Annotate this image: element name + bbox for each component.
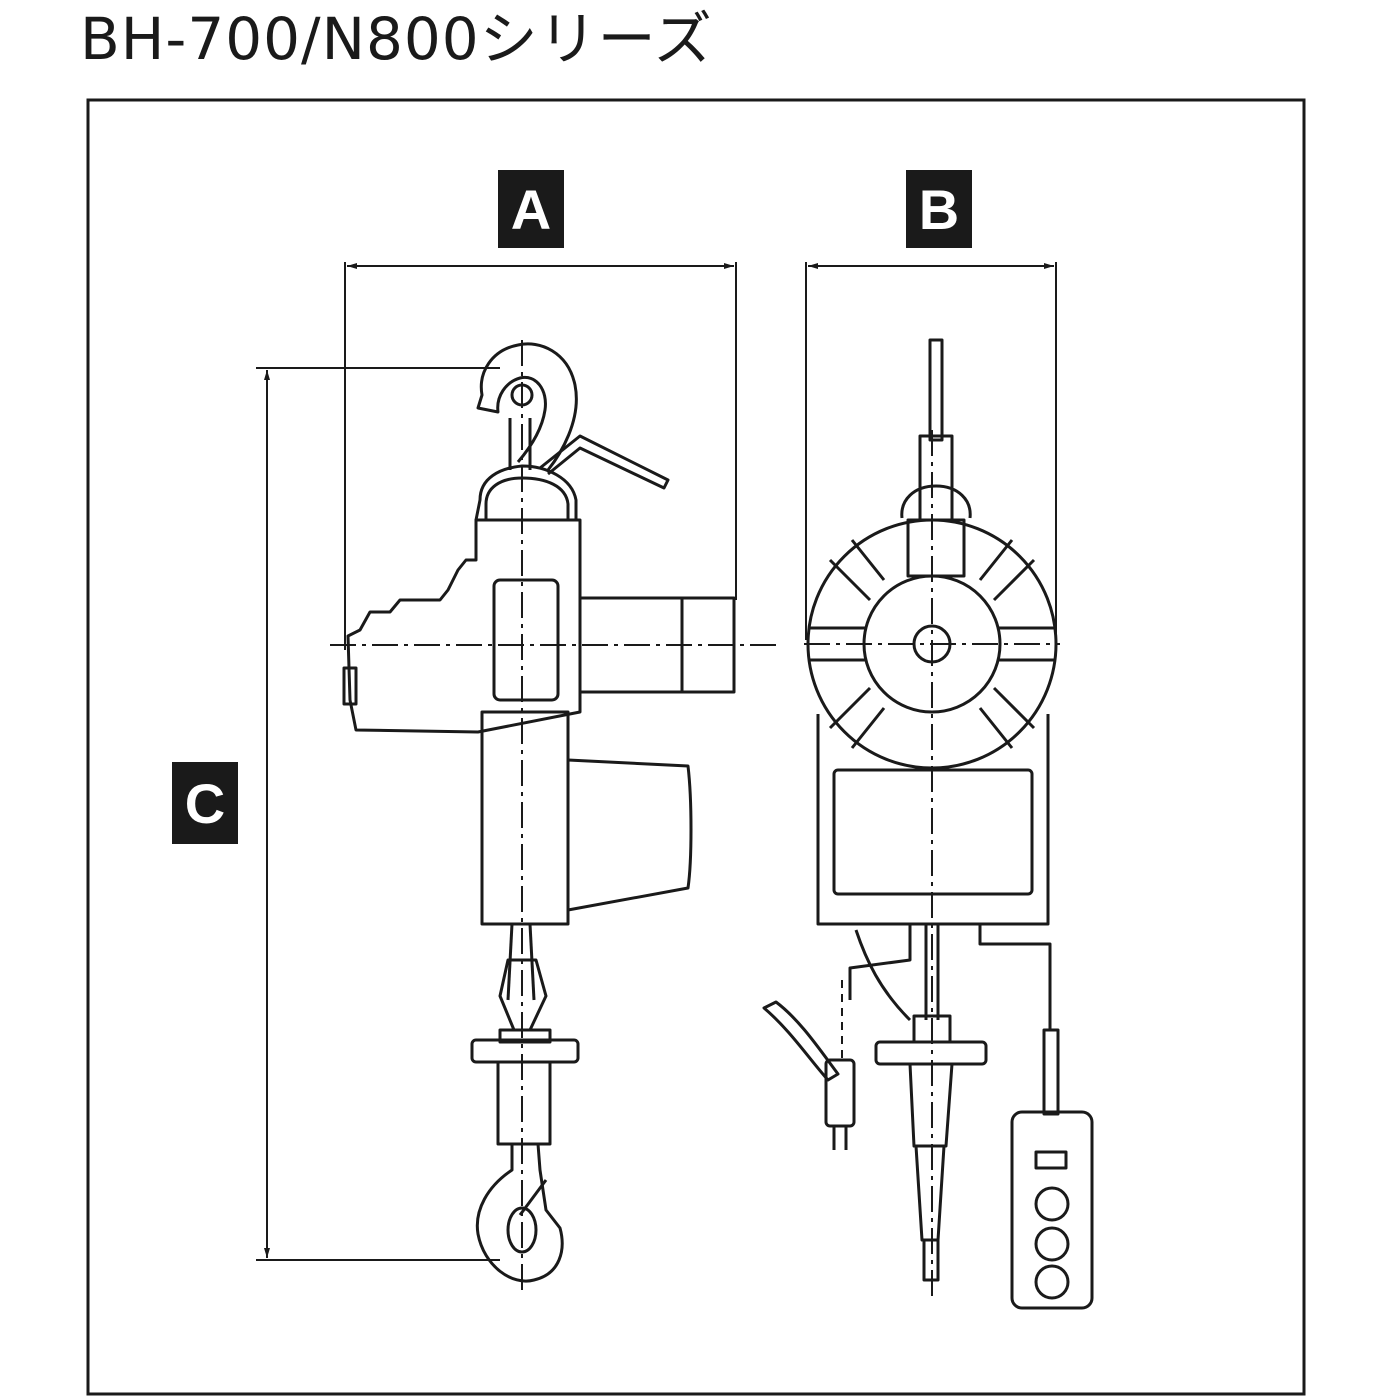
drawing-frame xyxy=(86,98,1306,1396)
hoist-front-view xyxy=(762,338,1094,1310)
dimension-a xyxy=(344,262,737,650)
dimension-label-a: A xyxy=(498,170,564,248)
dimension-b xyxy=(805,262,1057,640)
dimension-label-c-text: C xyxy=(185,772,225,835)
bottom-hook xyxy=(475,1143,564,1283)
hoist-side-view xyxy=(330,340,780,1290)
top-hook xyxy=(476,342,578,471)
dimension-c xyxy=(256,367,500,1261)
dimension-label-a-text: A xyxy=(511,178,551,241)
dimension-label-b-text: B xyxy=(919,178,959,241)
dimension-label-c: C xyxy=(172,762,238,844)
dimension-label-b: B xyxy=(906,170,972,248)
page-title: BH-700/N800シリーズ xyxy=(80,5,713,73)
